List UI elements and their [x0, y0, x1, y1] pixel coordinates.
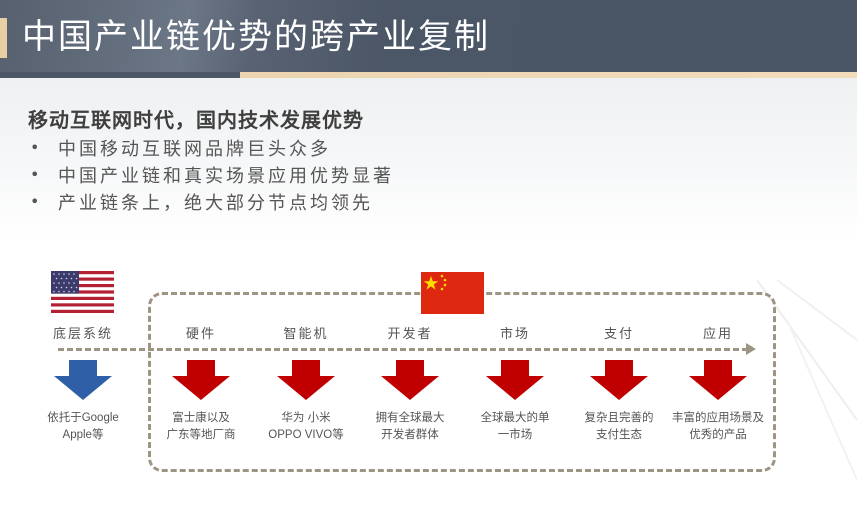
chain-arrowhead-icon [746, 343, 756, 355]
bullet-item: •产业链条上，绝大部分节点均领先 [30, 192, 373, 214]
blue-down-arrow-icon [54, 360, 112, 400]
us-flag-icon [51, 271, 114, 313]
bullet-dot-icon: • [30, 192, 43, 211]
red-down-arrow-icon [486, 360, 544, 400]
page-title: 中国产业链优势的跨产业复制 [22, 17, 490, 57]
stage-label-smartphone: 智能机 [283, 327, 329, 342]
bullet-item: •中国移动互联网品牌巨头众多 [30, 138, 331, 160]
title-accent-bar [0, 18, 7, 58]
stage-desc-payment: 复杂且完善的支付生态 [584, 412, 654, 441]
industry-chain-line [58, 348, 748, 351]
stage-label-hardware: 硬件 [185, 327, 217, 342]
china-flag-icon [421, 272, 484, 314]
stage-label-applications: 应用 [702, 327, 734, 342]
red-down-arrow-icon [172, 360, 230, 400]
bullet-list: •中国移动互联网品牌巨头众多 •中国产业链和真实场景应用优势显著 •产业链条上，… [30, 134, 394, 215]
stage-desc-developers: 拥有全球最大开发者群体 [375, 412, 445, 441]
stage-label-market: 市场 [499, 327, 531, 342]
bullet-dot-icon: • [30, 165, 43, 184]
red-down-arrow-icon [277, 360, 335, 400]
stage-desc-applications: 丰富的应用场景及优秀的产品 [672, 412, 764, 441]
stage-desc-market: 全球最大的单一市场 [480, 412, 550, 441]
red-down-arrow-icon [590, 360, 648, 400]
bullet-dot-icon: • [30, 138, 43, 157]
stage-label-base-system: 底层系统 [52, 327, 114, 342]
china-advantage-box [148, 292, 776, 472]
red-down-arrow-icon [689, 360, 747, 400]
stage-label-developers: 开发者 [387, 327, 433, 342]
content-background [0, 78, 857, 238]
section-subtitle: 移动互联网时代，国内技术发展优势 [28, 108, 364, 132]
stage-label-payment: 支付 [603, 327, 635, 342]
red-down-arrow-icon [381, 360, 439, 400]
stage-desc-hardware: 富士康以及广东等地厂商 [166, 412, 236, 441]
banner-cut [0, 72, 240, 78]
title-banner [0, 0, 857, 78]
bullet-item: •中国产业链和真实场景应用优势显著 [30, 165, 394, 187]
